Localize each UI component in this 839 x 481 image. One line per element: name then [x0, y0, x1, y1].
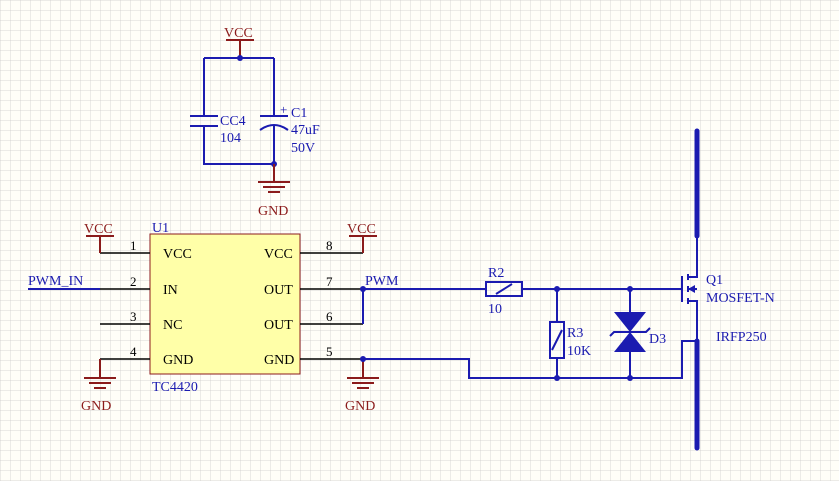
net-label-pwm: PWM	[365, 274, 399, 289]
svg-text:VCC: VCC	[84, 222, 113, 237]
svg-text:OUT: OUT	[264, 318, 293, 333]
svg-text:OUT: OUT	[264, 283, 293, 298]
u1-pin-5[interactable]: 5 GND	[264, 344, 363, 368]
r3-value: 10K	[567, 344, 591, 359]
svg-text:4: 4	[130, 344, 137, 359]
r3-ref: R3	[567, 326, 583, 341]
u1-pin-7[interactable]: 7 OUT	[264, 274, 363, 298]
cc4-value: 104	[220, 131, 241, 146]
svg-text:7: 7	[326, 274, 333, 289]
svg-text:VCC: VCC	[347, 222, 376, 237]
svg-text:VCC: VCC	[163, 247, 192, 262]
gnd-symbol-top: GND	[258, 164, 290, 219]
svg-text:GND: GND	[264, 353, 294, 368]
svg-text:GND: GND	[345, 399, 375, 414]
cc4-ref: CC4	[220, 114, 246, 129]
q1-type: MOSFET-N	[706, 291, 775, 306]
svg-text:IN: IN	[163, 283, 178, 298]
svg-text:6: 6	[326, 309, 333, 324]
polarity-plus-icon: +	[280, 102, 287, 117]
u1-ref: U1	[152, 221, 169, 236]
capacitor-cc4[interactable]: CC4 104	[190, 114, 246, 146]
svg-text:NC: NC	[163, 318, 182, 333]
u1-pin-8[interactable]: 8 VCC	[264, 238, 363, 262]
d3-ref: D3	[649, 332, 666, 347]
svg-text:3: 3	[130, 309, 137, 324]
q1-part: IRFP250	[716, 330, 767, 345]
gnd-label-top: GND	[258, 204, 288, 219]
mosfet-q1[interactable]: Q1 MOSFET-N IRFP250	[681, 264, 775, 345]
capacitor-c1[interactable]: + C1 47uF 50V	[259, 102, 320, 156]
svg-text:2: 2	[130, 274, 137, 289]
vcc-symbol-pin8: VCC	[347, 222, 377, 253]
svg-text:GND: GND	[81, 399, 111, 414]
u1-pin-1[interactable]: 1 VCC	[100, 238, 192, 262]
svg-text:GND: GND	[163, 353, 193, 368]
resistor-r3[interactable]: R3 10K	[549, 321, 591, 359]
u1-body[interactable]	[149, 233, 301, 375]
wire-pwm	[362, 288, 486, 324]
svg-text:5: 5	[326, 344, 333, 359]
c1-ref: C1	[291, 106, 307, 121]
resistor-r2[interactable]: R2 10	[485, 266, 523, 317]
u1-pin-4[interactable]: 4 GND	[100, 344, 193, 368]
svg-text:1: 1	[130, 238, 137, 253]
vcc-symbol-top: VCC	[224, 26, 254, 58]
wire-caps	[203, 58, 275, 165]
u1-pin-2[interactable]: 2 IN	[100, 274, 178, 298]
u1-pin-6[interactable]: 6 OUT	[264, 309, 363, 333]
diode-d3[interactable]: D3	[609, 312, 666, 352]
q1-ref: Q1	[706, 273, 723, 288]
net-label-pwm-in: PWM_IN	[28, 274, 83, 289]
u1-pin-3[interactable]: 3 NC	[100, 309, 182, 333]
r2-ref: R2	[488, 266, 504, 281]
svg-text:8: 8	[326, 238, 333, 253]
u1-part: TC4420	[152, 380, 198, 395]
vcc-label-top: VCC	[224, 26, 253, 41]
wire-gnd-return	[363, 340, 697, 379]
gnd-symbol-pin4: GND	[81, 359, 116, 414]
c1-voltage: 50V	[291, 141, 315, 156]
vcc-symbol-pin1: VCC	[84, 222, 114, 253]
c1-value: 47uF	[291, 123, 320, 138]
gnd-symbol-pin5: GND	[345, 359, 379, 414]
svg-text:VCC: VCC	[264, 247, 293, 262]
r2-value: 10	[488, 302, 502, 317]
